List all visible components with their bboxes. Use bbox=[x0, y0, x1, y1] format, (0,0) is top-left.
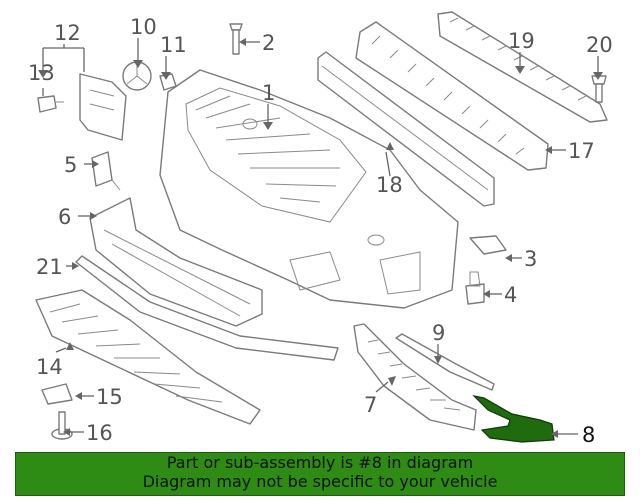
callout-19: 19 bbox=[508, 29, 535, 53]
callout-1: 1 bbox=[262, 81, 275, 105]
leader-lines bbox=[42, 38, 599, 435]
callout-13: 13 bbox=[28, 61, 55, 85]
part-12-license-bracket bbox=[79, 73, 127, 141]
callout-6: 6 bbox=[58, 205, 71, 229]
callout-16: 16 bbox=[86, 421, 113, 445]
banner-line-disclaimer: Diagram may not be specific to your vehi… bbox=[142, 472, 498, 491]
part-15-clip bbox=[41, 383, 73, 405]
part-5-bracket bbox=[91, 151, 121, 191]
callout-3: 3 bbox=[524, 247, 537, 271]
part-3-bracket bbox=[469, 235, 507, 255]
callout-10: 10 bbox=[130, 15, 157, 39]
callout-5: 5 bbox=[64, 153, 77, 177]
callout-2: 2 bbox=[262, 31, 275, 55]
callout-9: 9 bbox=[432, 321, 445, 345]
callout-14: 14 bbox=[36, 355, 63, 379]
part-6-lower-grille bbox=[89, 197, 263, 327]
part-17-absorber bbox=[355, 21, 549, 171]
callout-numbers: 1 2 3 4 5 6 7 8 9 10 11 12 13 14 15 16 1… bbox=[28, 15, 613, 447]
callout-17: 17 bbox=[568, 139, 595, 163]
arrow-heads bbox=[38, 38, 603, 438]
part-info-banner: Part or sub-assembly is #8 in diagram Di… bbox=[15, 452, 625, 496]
part-20-bolt bbox=[591, 75, 607, 103]
callout-7: 7 bbox=[364, 393, 377, 417]
part-14-undertray bbox=[35, 289, 261, 425]
callout-21: 21 bbox=[36, 255, 63, 279]
banner-line-part: Part or sub-assembly is #8 in diagram bbox=[166, 453, 474, 472]
callout-18: 18 bbox=[376, 173, 403, 197]
part-2-screw bbox=[229, 23, 243, 55]
part-8-highlighted-trim bbox=[472, 395, 555, 443]
callout-12: 12 bbox=[54, 21, 81, 45]
callout-20: 20 bbox=[586, 33, 613, 57]
part-13-push-pin bbox=[37, 95, 64, 113]
parts-diagram: 1 2 3 4 5 6 7 8 9 10 11 12 13 14 15 16 1… bbox=[28, 11, 613, 447]
callout-4: 4 bbox=[504, 283, 517, 307]
part-7-grille-insert bbox=[353, 323, 477, 431]
part-18-impact-bar bbox=[317, 51, 495, 207]
callout-11: 11 bbox=[160, 33, 187, 57]
part-4-bolt bbox=[465, 271, 485, 305]
part-9-trim-strip bbox=[395, 333, 495, 391]
callout-8: 8 bbox=[582, 423, 595, 447]
callout-15: 15 bbox=[96, 385, 123, 409]
part-21-molding bbox=[75, 255, 339, 361]
part-1-bumper-cover bbox=[159, 69, 459, 309]
